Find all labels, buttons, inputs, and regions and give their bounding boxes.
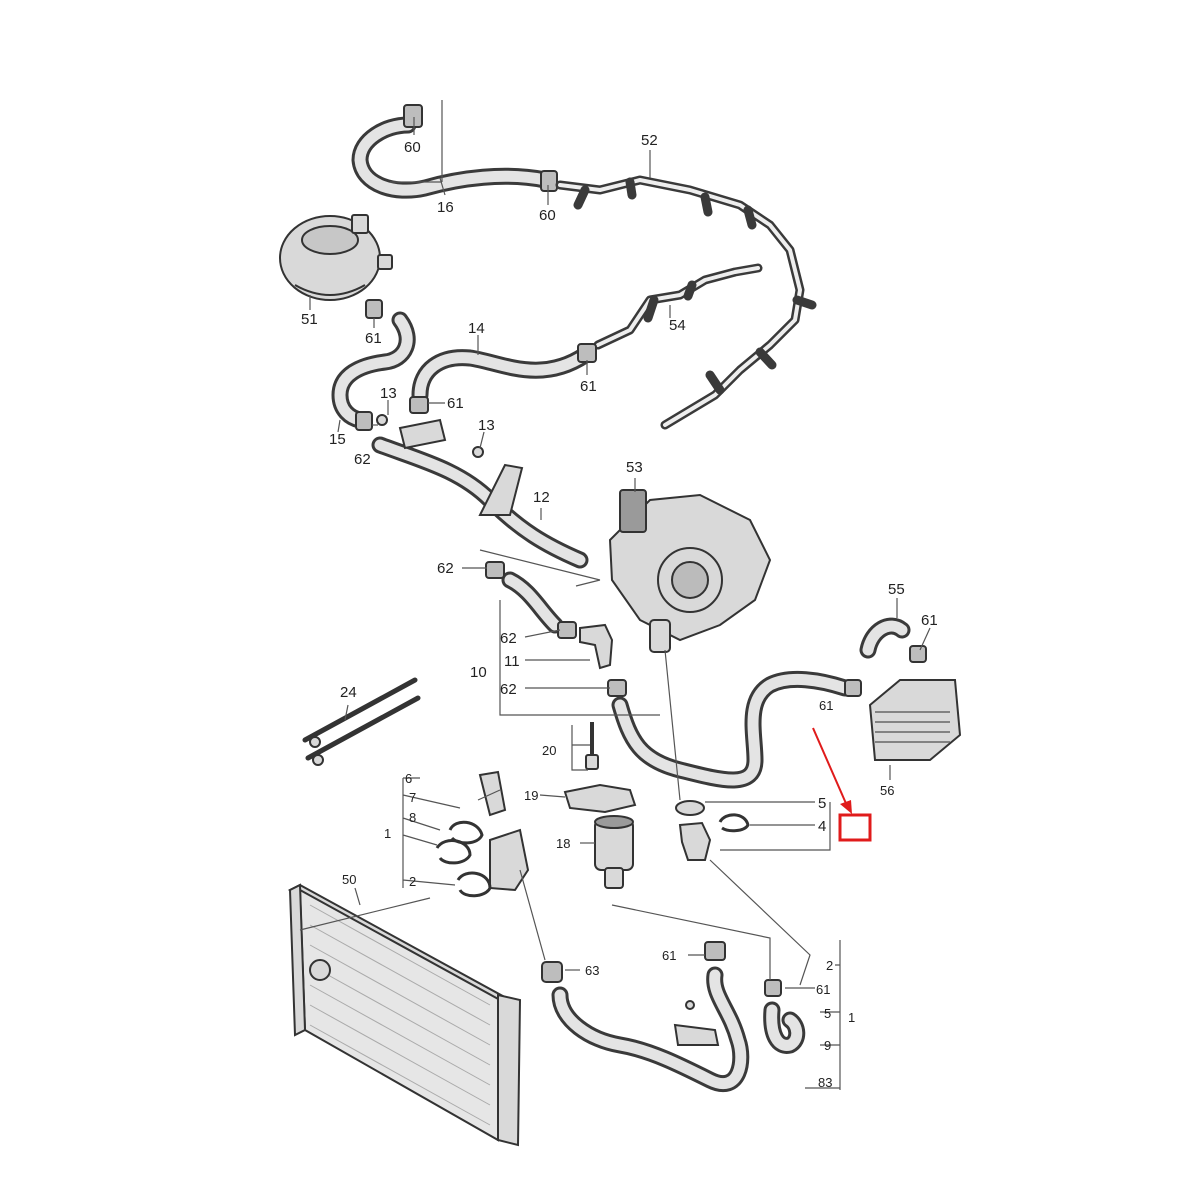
callout-54: 54 — [669, 317, 686, 334]
clamp-61-9 — [764, 979, 782, 997]
clamp-63 — [541, 961, 563, 983]
callout-18: 18 — [556, 836, 570, 851]
callout-61-lower: 61 — [662, 948, 676, 963]
clamp-62-a — [485, 561, 505, 579]
housing-7 — [489, 828, 530, 892]
hose-16 — [351, 116, 554, 199]
callout-14: 14 — [468, 320, 485, 337]
clamp-61-55 — [909, 645, 927, 663]
seal-2 — [456, 871, 492, 898]
callout-5: 5 — [818, 795, 826, 812]
callout-55: 55 — [888, 581, 905, 598]
clamp-61-hose14 — [577, 343, 597, 363]
pipe-12 — [371, 418, 589, 569]
callout-12: 12 — [533, 489, 550, 506]
callout-61-mid: 61 — [447, 395, 464, 412]
callout-52: 52 — [641, 132, 658, 149]
callout-61-55: 61 — [921, 612, 938, 629]
highlight-arrowhead — [840, 800, 852, 814]
clamp-61-lower — [704, 941, 726, 961]
connector-4 — [678, 821, 712, 861]
clamp-61-mid — [409, 396, 429, 414]
callout-61-cooler: 61 — [819, 698, 833, 713]
pipe-54 — [593, 263, 763, 350]
callout-19: 19 — [524, 788, 538, 803]
callout-83: 83 — [818, 1075, 832, 1090]
bolt-13 — [472, 446, 484, 458]
callout-13: 13 — [478, 417, 495, 434]
callout-60-top: 60 — [404, 139, 421, 156]
callout-9: 9 — [824, 1038, 831, 1053]
clamp-61-cooler — [844, 679, 862, 697]
callout-24: 24 — [340, 684, 357, 701]
callout-62-b: 62 — [500, 630, 517, 647]
pipe-52 — [555, 175, 817, 430]
callout-61-hose14: 61 — [580, 378, 597, 395]
callout-16: 16 — [437, 199, 454, 216]
hose-15 — [331, 311, 416, 429]
hose-55 — [859, 617, 911, 659]
hose-11 — [501, 571, 564, 634]
highlight-marker — [812, 727, 872, 842]
callout-4: 4 — [818, 818, 826, 835]
hose-main-lower — [611, 671, 854, 789]
callout-labels: 60 60 52 16 51 61 14 61 54 13 61 15 62 1… — [301, 132, 938, 1090]
callout-2: 2 — [409, 874, 416, 889]
callout-20: 20 — [542, 743, 556, 758]
callout-1-right: 1 — [848, 1010, 855, 1025]
seal-1 — [435, 839, 472, 865]
bolt-20 — [585, 722, 599, 770]
callout-62-a: 62 — [437, 560, 454, 577]
callout-6: 6 — [405, 771, 412, 786]
callout-63: 63 — [585, 963, 599, 978]
bracket-19 — [563, 783, 637, 814]
rods-24 — [302, 677, 421, 766]
seal-5 — [675, 800, 705, 816]
clamp-62-c — [607, 679, 627, 697]
callout-62-upper: 62 — [354, 451, 371, 468]
callout-13-upper: 13 — [380, 385, 397, 402]
highlight-arrow — [812, 727, 849, 809]
clamp-61-tank — [365, 299, 383, 319]
clip-4 — [718, 813, 750, 833]
callout-7: 7 — [409, 790, 416, 805]
hose-9 — [763, 1001, 806, 1054]
callout-1: 1 — [384, 826, 391, 841]
callout-61-right: 61 — [816, 982, 830, 997]
callout-51: 51 — [301, 311, 318, 328]
oil-cooler-56 — [868, 679, 962, 761]
pump-18 — [594, 815, 634, 889]
bolt-13-upper — [376, 414, 388, 426]
callout-2-right: 2 — [826, 958, 833, 973]
clamp-60-right — [540, 170, 558, 192]
callout-15: 15 — [329, 431, 346, 448]
callout-56: 56 — [880, 783, 894, 798]
connector-11 — [579, 623, 614, 670]
expansion-tank-51 — [279, 214, 393, 301]
hose-83 — [551, 966, 750, 1093]
clamp-62-b — [557, 621, 577, 639]
clamp-60-top — [403, 104, 423, 128]
callout-61-tank: 61 — [365, 330, 382, 347]
callout-10: 10 — [470, 664, 487, 681]
hose-14 — [411, 346, 594, 404]
callout-5-right: 5 — [824, 1006, 831, 1021]
callout-60-right: 60 — [539, 207, 556, 224]
bolt-lower — [685, 1000, 695, 1010]
callout-8: 8 — [409, 810, 416, 825]
callout-62-c: 62 — [500, 681, 517, 698]
radiator-50 — [287, 883, 522, 1147]
callout-53: 53 — [626, 459, 643, 476]
callout-11: 11 — [504, 653, 520, 670]
highlight-box — [838, 813, 872, 842]
bracket-lower — [673, 1023, 720, 1046]
callout-50: 50 — [342, 872, 356, 887]
thermostat-housing-53 — [608, 489, 772, 653]
clamp-62-upper — [355, 411, 373, 431]
leader-lines — [299, 100, 931, 1090]
